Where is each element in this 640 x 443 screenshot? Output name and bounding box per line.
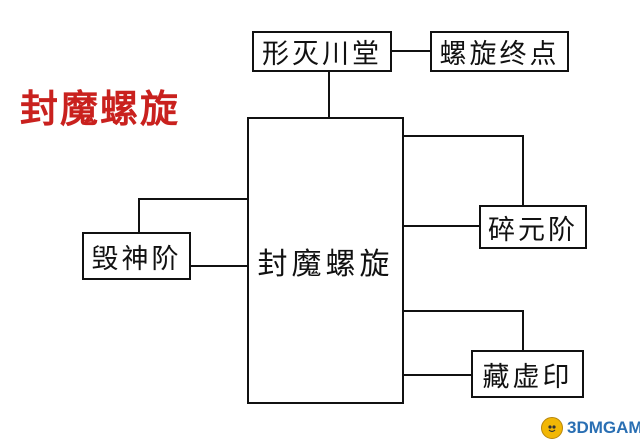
diagram-title: 封魔螺旋 [20,86,181,131]
watermark-text: 3DMGAME [567,418,640,437]
node-right-upper: 碎元阶 [479,205,587,249]
connector-center-rightupper [403,135,524,206]
node-left: 毁神阶 [82,232,191,280]
3dm-logo-icon [541,417,563,439]
node-top: 形灭川堂 [252,31,392,72]
node-right-lower: 藏虚印 [471,350,584,398]
connector-center-rightlower [403,310,524,351]
connector-center-left [138,198,248,233]
node-top-right: 螺旋终点 [430,31,569,72]
node-center: 封魔螺旋 [247,117,404,404]
watermark: 3DMGAME [541,416,640,440]
